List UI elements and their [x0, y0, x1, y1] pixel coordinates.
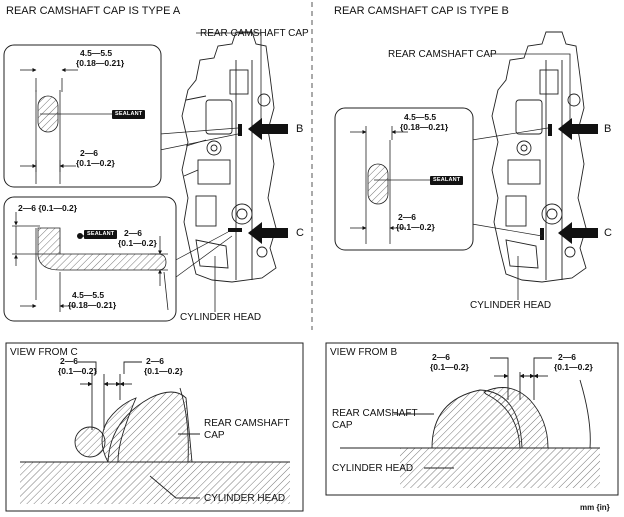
type-b-arrow-c-label: C: [604, 227, 612, 239]
sealant-bead-c-b: [540, 228, 544, 240]
type-a-arrow-b-label: B: [296, 123, 304, 135]
view-c-dim2: 2—6: [146, 356, 164, 366]
view-b-dim2: 2—6: [558, 352, 576, 362]
type-b-header: REAR CAMSHAFT CAP IS TYPE B: [334, 5, 509, 17]
detail-connector-b: [471, 127, 549, 237]
units-note: mm {in}: [580, 503, 610, 512]
type-a-cap-label: REAR CAMSHAFT CAP: [200, 28, 309, 39]
view-c-head-label: CYLINDER HEAD: [204, 493, 286, 504]
arrow-b-shape-b: [558, 118, 598, 140]
view-c-cap-label-line1: REAR CAMSHAFT: [204, 418, 290, 429]
detail-connector-top-a: [159, 127, 239, 151]
view-b-dim1: 2—6: [432, 352, 450, 362]
arrow-c-shape-a: [248, 222, 288, 244]
type-b-head-label: CYLINDER HEAD: [470, 300, 552, 311]
type-a-top-dim: 4.5—5.5: [80, 48, 113, 58]
view-c-dim2-in: {0.1—0.2}: [144, 366, 183, 376]
type-a-top-dim-in: {0.18—0.21}: [76, 58, 125, 68]
view-b-dim1-in: {0.1—0.2}: [430, 362, 469, 372]
type-a-header: REAR CAMSHAFT CAP IS TYPE A: [6, 5, 181, 17]
type-a-bottom-dim: 4.5—5.5: [72, 290, 105, 300]
view-c-dim1-in: {0.1—0.2}: [58, 366, 97, 376]
view-c-cap-label-line2: CAP: [204, 430, 225, 441]
cap-pointer-b: [490, 53, 571, 120]
detail-connector-bottom-a: [171, 231, 233, 281]
view-b-head-label: CYLINDER HEAD: [332, 463, 414, 474]
sealant-tip-bottom-a: [77, 233, 83, 239]
arrow-c-shape-b: [558, 222, 598, 244]
detail-top-a-drawing: [20, 68, 112, 184]
detail-box-b: [334, 107, 474, 251]
type-a-bottom-right-dim: 2—6: [124, 228, 142, 238]
type-a-bottom-left-dim: 2—6 {0.1—0.2}: [18, 203, 78, 213]
type-a-head-label: CYLINDER HEAD: [180, 312, 262, 323]
sealant-bead-b-a: [238, 124, 242, 136]
view-b-dim2-in: {0.1—0.2}: [554, 362, 593, 372]
type-b-bottom-dim-in: {0.1—0.2}: [396, 222, 435, 232]
type-a-bottom-dim-in: {0.18—0.21}: [68, 300, 117, 310]
type-a-top-sealant: SEALANT: [112, 110, 146, 119]
sealant-bead-c-a: [228, 228, 242, 232]
type-a-bottom-sealant: SEALANT: [84, 230, 118, 239]
sealant-bead-b-b: [548, 124, 552, 136]
view-c-drawing: [20, 361, 290, 504]
arrow-b-shape-a: [248, 118, 288, 140]
type-a-arrow-c-label: C: [296, 227, 304, 239]
type-b-bottom-dim: 2—6: [398, 212, 416, 222]
type-a-top-bottom-dim-in: {0.1—0.2}: [76, 158, 115, 168]
view-b-cap-label-line1: REAR CAMSHAFT: [332, 408, 418, 419]
detail-b-drawing: [350, 126, 430, 244]
type-b-arrow-b-label: B: [604, 123, 612, 135]
type-a-bottom-right-dim-in: {0.1—0.2}: [118, 238, 157, 248]
detail-bottom-a-drawing: [12, 212, 169, 312]
view-b-cap-label-line2: CAP: [332, 420, 353, 431]
view-b-drawing: [340, 357, 600, 488]
type-b-top-dim: 4.5—5.5: [404, 112, 437, 122]
type-b-cap-label: REAR CAMSHAFT CAP: [388, 49, 497, 60]
cap-pointer-a: [196, 32, 262, 120]
view-c-dim1: 2—6: [60, 356, 78, 366]
type-b-sealant: SEALANT: [430, 176, 464, 185]
view-c-title: VIEW FROM C: [10, 347, 78, 358]
view-b-title: VIEW FROM B: [330, 347, 398, 358]
engine-illustration-a: [181, 31, 277, 283]
engine-illustration-b: [491, 31, 587, 283]
detail-box-top-a: [3, 44, 162, 188]
type-b-top-dim-in: {0.18—0.21}: [400, 122, 449, 132]
type-a-top-bottom-dim: 2—6: [80, 148, 98, 158]
